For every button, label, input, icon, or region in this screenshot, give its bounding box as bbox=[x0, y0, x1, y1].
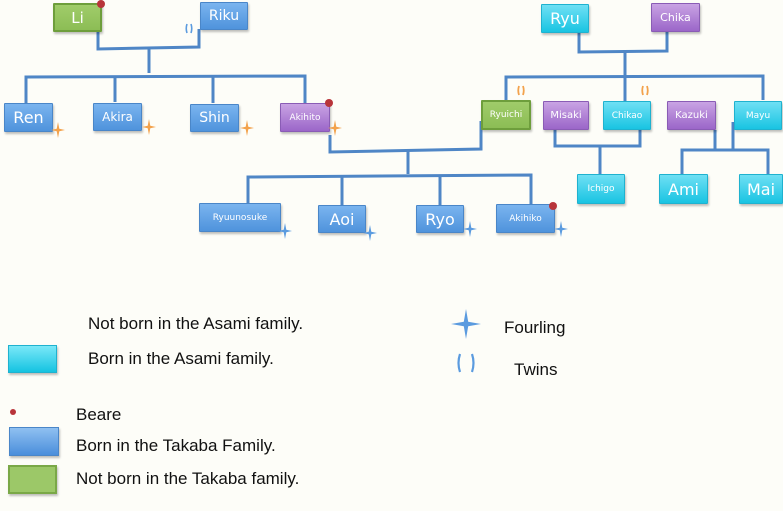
legend-label-not-takaba: Not born in the Takaba family. bbox=[76, 469, 300, 488]
fourling-star-icon bbox=[328, 120, 342, 136]
person-node-ryuunosuke[interactable]: Ryuunosuke bbox=[199, 203, 281, 232]
person-node-ryo[interactable]: Ryo bbox=[416, 205, 464, 233]
person-name: Akira bbox=[102, 110, 133, 124]
union-line-misaki-chikao bbox=[553, 130, 642, 148]
person-node-ami[interactable]: Ami bbox=[659, 174, 708, 204]
legend-bear-dot bbox=[10, 409, 16, 415]
person-name: Ren bbox=[13, 108, 44, 127]
legend-fourling-star-icon bbox=[451, 309, 481, 339]
person-node-riku[interactable]: Riku bbox=[200, 2, 248, 30]
person-name: Chika bbox=[660, 11, 691, 24]
sibling-bar-kazuki-mayu-children bbox=[680, 148, 770, 174]
union-line-akihito-ryuichi bbox=[328, 121, 483, 154]
legend-swatch-not-takaba bbox=[8, 465, 57, 494]
person-node-aoi[interactable]: Aoi bbox=[318, 205, 366, 233]
fourling-star-icon bbox=[554, 221, 568, 237]
bear-marker-dot bbox=[325, 99, 333, 107]
union-line-ryu-chika bbox=[577, 32, 669, 54]
twins-marker-icon bbox=[517, 85, 525, 96]
twins-marker-icon bbox=[641, 85, 649, 96]
person-node-akira[interactable]: Akira bbox=[93, 103, 142, 131]
person-node-ichigo[interactable]: Ichigo bbox=[577, 174, 625, 204]
sibling-bar-li-riku-children bbox=[24, 74, 307, 103]
person-name: Li bbox=[71, 8, 84, 27]
person-name: Riku bbox=[208, 8, 240, 24]
person-node-ren[interactable]: Ren bbox=[4, 103, 53, 132]
legend-label-not-asami: Not born in the Asami family. bbox=[88, 314, 304, 333]
fourling-star-icon bbox=[363, 225, 377, 241]
legend-label-bear: Beare bbox=[76, 405, 122, 424]
legend-label-fourling: Fourling bbox=[504, 318, 566, 337]
person-name: Mayu bbox=[745, 110, 771, 121]
person-node-li[interactable]: Li bbox=[53, 3, 102, 32]
person-name: Ichigo bbox=[587, 184, 615, 194]
person-name: Misaki bbox=[550, 110, 582, 121]
person-name: Ami bbox=[668, 179, 699, 199]
fourling-star-icon bbox=[278, 223, 292, 239]
sibling-bar-akihito-ryuichi-children bbox=[246, 173, 533, 204]
fourling-star-icon bbox=[51, 122, 65, 138]
person-name: Ryo bbox=[425, 209, 455, 229]
union-line-li-riku bbox=[96, 29, 201, 51]
person-node-ryuichi[interactable]: Ryuichi bbox=[481, 100, 531, 130]
bear-marker-dot bbox=[549, 202, 557, 210]
person-name: Ryuunosuke bbox=[212, 212, 268, 223]
legend-twins-icon bbox=[457, 353, 475, 373]
person-name: Shin bbox=[199, 110, 230, 126]
person-name: Akihiko bbox=[509, 213, 542, 224]
fourling-star-icon bbox=[240, 120, 254, 136]
legend-swatch-asami bbox=[8, 345, 57, 373]
twins-marker-icon bbox=[185, 23, 193, 34]
person-node-mai[interactable]: Mai bbox=[739, 174, 783, 204]
person-node-mayu[interactable]: Mayu bbox=[734, 101, 782, 130]
person-node-akihito[interactable]: Akihito bbox=[280, 103, 330, 132]
person-name: Ryu bbox=[550, 9, 580, 28]
bear-marker-dot bbox=[97, 0, 105, 8]
person-name: Mai bbox=[746, 179, 776, 199]
fourling-star-icon bbox=[142, 119, 156, 135]
person-name: Aoi bbox=[329, 209, 355, 229]
sibling-bar-ryu-chika-children bbox=[504, 74, 765, 100]
legend-label-asami: Born in the Asami family. bbox=[88, 349, 274, 368]
person-node-akihiko[interactable]: Akihiko bbox=[496, 204, 555, 233]
legend-label-takaba: Born in the Takaba Family. bbox=[76, 436, 276, 455]
fourling-star-icon bbox=[463, 221, 477, 237]
person-node-misaki[interactable]: Misaki bbox=[543, 101, 589, 130]
person-node-chika[interactable]: Chika bbox=[651, 3, 700, 32]
person-name: Chikao bbox=[611, 110, 643, 121]
person-name: Akihito bbox=[289, 112, 321, 123]
person-name: Kazuki bbox=[675, 110, 708, 121]
person-node-kazuki[interactable]: Kazuki bbox=[667, 101, 716, 130]
person-name: Ryuichi bbox=[489, 110, 523, 120]
person-node-shin[interactable]: Shin bbox=[190, 104, 239, 132]
legend-swatch-takaba bbox=[9, 427, 59, 456]
person-node-ryu[interactable]: Ryu bbox=[541, 4, 589, 33]
person-node-chikao[interactable]: Chikao bbox=[603, 101, 651, 130]
legend-label-twins: Twins bbox=[514, 360, 558, 379]
